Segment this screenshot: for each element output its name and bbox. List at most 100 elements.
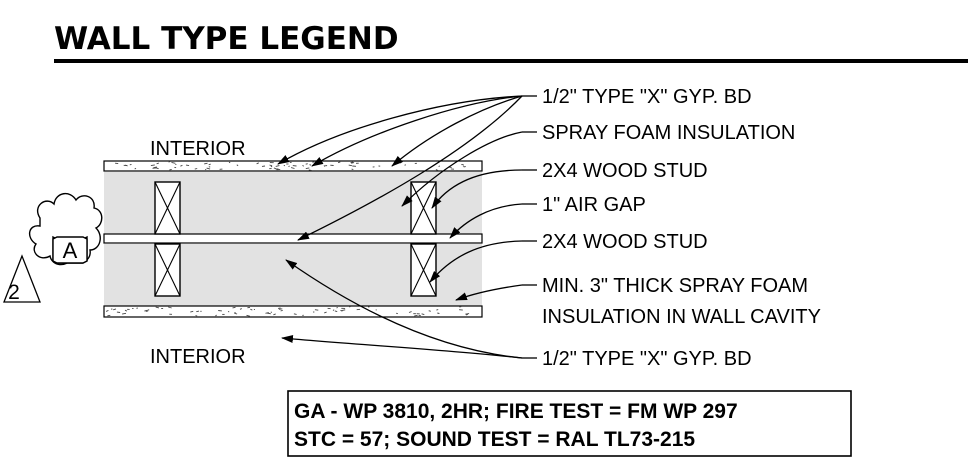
- gypsum-speck: [290, 167, 295, 169]
- gypsum-speck: [190, 310, 194, 313]
- gypsum-speck: [206, 167, 211, 170]
- gypsum-speck: [145, 310, 149, 312]
- gypsum-speck: [288, 165, 290, 167]
- callout-spray-foam: SPRAY FOAM INSULATION: [542, 122, 795, 144]
- gypsum-speck: [195, 315, 198, 317]
- stud-bottom-right: [410, 243, 437, 297]
- gypsum-speck: [113, 308, 117, 311]
- gypsum-speck: [124, 309, 128, 312]
- gypsum-speck: [341, 309, 346, 312]
- gypsum-speck: [155, 167, 159, 170]
- gypsum-speck: [232, 306, 236, 309]
- revision-number: 2: [8, 281, 20, 304]
- gypsum-speck: [348, 164, 352, 167]
- gypsum-speck: [246, 314, 250, 317]
- gypsum-speck: [465, 313, 470, 315]
- wall-type-letter: A: [63, 238, 78, 263]
- gypsum-speck: [125, 164, 128, 167]
- gypsum-speck: [234, 312, 238, 315]
- gypsum-speck: [250, 308, 253, 311]
- wall-section: [103, 160, 483, 318]
- stud-top-left: [154, 181, 181, 235]
- gypsum-speck: [269, 164, 273, 167]
- gypsum-speck: [134, 167, 137, 170]
- gypsum-speck: [428, 310, 431, 312]
- gypsum-speck: [324, 311, 327, 314]
- gypsum-speck: [270, 311, 273, 313]
- gypsum-speck: [435, 169, 439, 171]
- gypsum-speck: [350, 161, 354, 164]
- interior-label-top: INTERIOR: [150, 138, 246, 160]
- gypsum-speck: [168, 306, 172, 309]
- gypsum-speck: [228, 161, 231, 164]
- gypsum-speck: [153, 166, 158, 169]
- gypsum-speck: [325, 164, 328, 167]
- gypsum-speck: [215, 314, 217, 317]
- gypsum-speck: [305, 163, 308, 165]
- callout-air-gap: 1" AIR GAP: [542, 194, 646, 216]
- gypsum-speck: [168, 160, 171, 163]
- gypsum-speck: [351, 162, 355, 164]
- callout-stud-top: 2X4 WOOD STUD: [542, 160, 708, 182]
- gypsum-speck: [273, 313, 276, 316]
- gypsum-speck: [185, 164, 190, 167]
- callout-cavity-foam-line1: MIN. 3" THICK SPRAY FOAM: [542, 275, 808, 297]
- air-gap-band: [103, 233, 483, 244]
- gypsum-speck: [105, 309, 109, 312]
- gypsum-speck: [396, 312, 398, 315]
- callout-gyp-top: 1/2" TYPE "X" GYP. BD: [542, 86, 752, 108]
- fire-test-line: GA - WP 3810, 2HR; FIRE TEST = FM WP 297: [294, 400, 738, 423]
- gypsum-speck: [144, 309, 148, 312]
- gypsum-speck: [247, 306, 251, 309]
- revision-triangle: [3, 254, 41, 303]
- gypsum-speck: [305, 167, 310, 170]
- gypsum-speck: [332, 309, 335, 311]
- gypsum-speck: [283, 164, 286, 167]
- gypsum-speck: [438, 165, 441, 167]
- gypsum-speck: [437, 312, 440, 314]
- gypsum-speck: [465, 313, 468, 316]
- gypsum-speck: [204, 162, 208, 165]
- gypsum-speck: [122, 312, 127, 315]
- gypsum-speck: [414, 314, 418, 317]
- gypsum-speck: [265, 312, 269, 314]
- stud-top-right: [410, 181, 437, 235]
- gypsum-speck: [323, 165, 326, 167]
- gypsum-speck: [275, 165, 280, 167]
- gypsum-speck: [293, 313, 297, 315]
- gypsum-speck: [337, 161, 341, 164]
- gypsum-speck: [308, 169, 312, 172]
- gyp-board-bottom: [103, 305, 483, 318]
- gypsum-speck: [404, 164, 407, 166]
- gypsum-speck: [351, 168, 354, 171]
- gypsum-speck: [180, 164, 183, 167]
- gypsum-speckle-texture: [105, 160, 470, 317]
- gypsum-speck: [302, 165, 305, 167]
- gypsum-speck: [340, 309, 343, 312]
- gypsum-speck: [334, 310, 338, 313]
- gypsum-speck: [169, 168, 172, 171]
- gypsum-speck: [273, 167, 277, 170]
- gypsum-speck: [171, 161, 176, 164]
- wall-type-tag: A 2: [3, 193, 103, 304]
- gypsum-speck: [150, 164, 155, 167]
- gypsum-speck: [270, 165, 273, 168]
- callout-stud-bottom: 2X4 WOOD STUD: [542, 231, 708, 253]
- gypsum-speck: [309, 164, 312, 166]
- gypsum-speck: [156, 162, 160, 165]
- leader-lines: [277, 95, 537, 359]
- gypsum-speck: [194, 168, 198, 170]
- test-info-box: GA - WP 3810, 2HR; FIRE TEST = FM WP 297…: [287, 390, 852, 457]
- gypsum-speck: [155, 306, 160, 309]
- gypsum-speck: [436, 309, 439, 311]
- legend-title: WALL TYPE LEGEND: [54, 21, 399, 57]
- gypsum-speck: [236, 164, 239, 167]
- gypsum-speck: [408, 311, 412, 313]
- gypsum-speck: [278, 308, 283, 310]
- title-underline: [54, 59, 968, 63]
- callout-cavity-foam-line2: INSULATION IN WALL CAVITY: [542, 306, 821, 328]
- gypsum-speck: [256, 162, 259, 165]
- stud-bottom-left: [154, 243, 181, 297]
- gypsum-speck: [280, 309, 283, 312]
